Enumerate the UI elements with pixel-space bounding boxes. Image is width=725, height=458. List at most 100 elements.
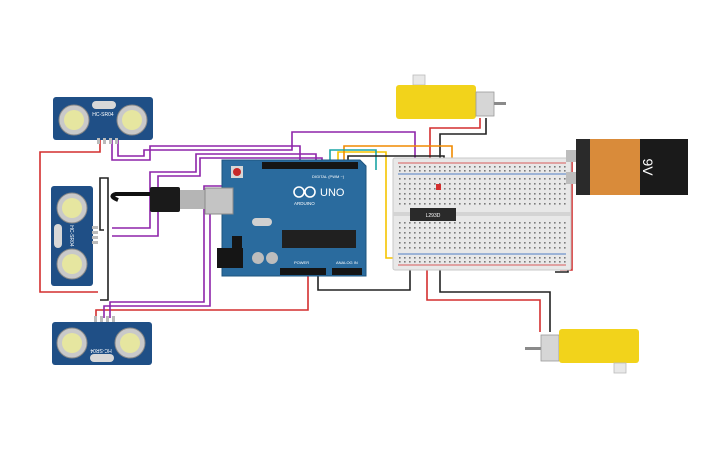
breadboard-holes	[399, 166, 566, 263]
breadboard-hole	[464, 166, 466, 168]
breadboard-hole	[444, 183, 446, 185]
breadboard-hole	[474, 222, 476, 224]
breadboard-hole	[429, 242, 431, 244]
breadboard-hole	[474, 166, 476, 168]
arduino-board	[221, 159, 367, 277]
breadboard-hole	[454, 188, 456, 190]
breadboard-hole	[409, 232, 411, 234]
breadboard-hole	[544, 261, 546, 263]
breadboard-hole	[509, 188, 511, 190]
wire-purple-3	[112, 153, 317, 229]
breadboard-hole	[559, 183, 561, 185]
breadboard-hole	[564, 247, 566, 249]
wire-black-motor-bottom	[439, 252, 551, 332]
breadboard-hole	[469, 232, 471, 234]
breadboard-hole	[439, 178, 441, 180]
breadboard-hole	[414, 183, 416, 185]
breadboard-hole	[409, 227, 411, 229]
breadboard-hole	[419, 242, 421, 244]
breadboard-hole	[399, 242, 401, 244]
breadboard-hole	[544, 232, 546, 234]
breadboard-hole	[564, 183, 566, 185]
sensor-left-model: HC-SR04	[68, 225, 74, 247]
breadboard-hole	[564, 203, 566, 205]
breadboard-hole	[559, 261, 561, 263]
breadboard-hole	[424, 178, 426, 180]
breadboard-hole	[504, 198, 506, 200]
breadboard-hole	[414, 203, 416, 205]
breadboard-hole	[559, 242, 561, 244]
breadboard-hole	[539, 178, 541, 180]
breadboard-hole	[489, 222, 491, 224]
breadboard-hole	[459, 242, 461, 244]
breadboard-hole	[439, 227, 441, 229]
sensor-left: HC-SR04	[51, 186, 98, 286]
breadboard-hole	[494, 183, 496, 185]
breadboard-hole	[409, 257, 411, 259]
breadboard-hole	[449, 170, 451, 172]
breadboard-hole	[514, 257, 516, 259]
breadboard-hole	[454, 193, 456, 195]
breadboard-hole	[504, 232, 506, 234]
breadboard-hole	[494, 232, 496, 234]
motor-bottom-gearbox	[559, 329, 639, 363]
breadboard-hole	[399, 227, 401, 229]
breadboard-hole	[499, 170, 501, 172]
breadboard-hole	[504, 242, 506, 244]
breadboard-hole	[469, 242, 471, 244]
breadboard-hole	[479, 222, 481, 224]
breadboard-hole	[429, 183, 431, 185]
breadboard-hole	[509, 222, 511, 224]
breadboard-hole	[524, 203, 526, 205]
breadboard-hole	[439, 237, 441, 239]
breadboard-hole	[479, 232, 481, 234]
breadboard-hole	[474, 170, 476, 172]
breadboard-hole	[459, 193, 461, 195]
breadboard-hole	[559, 178, 561, 180]
breadboard-hole	[564, 166, 566, 168]
breadboard-hole	[539, 261, 541, 263]
breadboard-hole	[449, 237, 451, 239]
status-led	[436, 184, 441, 190]
breadboard-hole	[454, 242, 456, 244]
breadboard-hole	[449, 222, 451, 224]
breadboard-hole	[439, 183, 441, 185]
breadboard-hole	[514, 178, 516, 180]
breadboard-hole	[484, 203, 486, 205]
breadboard-hole	[529, 247, 531, 249]
breadboard-hole	[544, 247, 546, 249]
breadboard-hole	[489, 242, 491, 244]
breadboard-hole	[534, 261, 536, 263]
breadboard-hole	[529, 170, 531, 172]
breadboard-hole	[504, 188, 506, 190]
breadboard-hole	[404, 170, 406, 172]
breadboard-hole	[539, 203, 541, 205]
breadboard-hole	[404, 193, 406, 195]
breadboard-hole	[509, 257, 511, 259]
breadboard-hole	[444, 193, 446, 195]
battery-label-panel	[640, 139, 688, 195]
breadboard-hole	[409, 188, 411, 190]
arduino-uno: UNO ARDUINO DIGITAL (PWM ~) POWER ANALOG…	[204, 159, 367, 277]
wire-red-motor-bottom	[426, 252, 541, 332]
wire-purple-2	[117, 131, 416, 160]
breadboard-hole	[544, 193, 546, 195]
breadboard-hole	[439, 242, 441, 244]
breadboard-hole	[444, 188, 446, 190]
breadboard-hole	[564, 237, 566, 239]
breadboard-hole	[534, 257, 536, 259]
breadboard-hole	[524, 193, 526, 195]
breadboard-hole	[459, 170, 461, 172]
breadboard-hole	[529, 232, 531, 234]
breadboard-hole	[419, 227, 421, 229]
wire-red-left-loop	[39, 140, 101, 293]
breadboard-hole	[509, 178, 511, 180]
breadboard-hole	[504, 170, 506, 172]
breadboard-hole	[514, 237, 516, 239]
crystal-oscillator	[252, 218, 272, 226]
breadboard-hole	[564, 257, 566, 259]
breadboard-hole	[434, 203, 436, 205]
breadboard-hole	[469, 237, 471, 239]
breadboard-hole	[554, 247, 556, 249]
breadboard-hole	[449, 193, 451, 195]
